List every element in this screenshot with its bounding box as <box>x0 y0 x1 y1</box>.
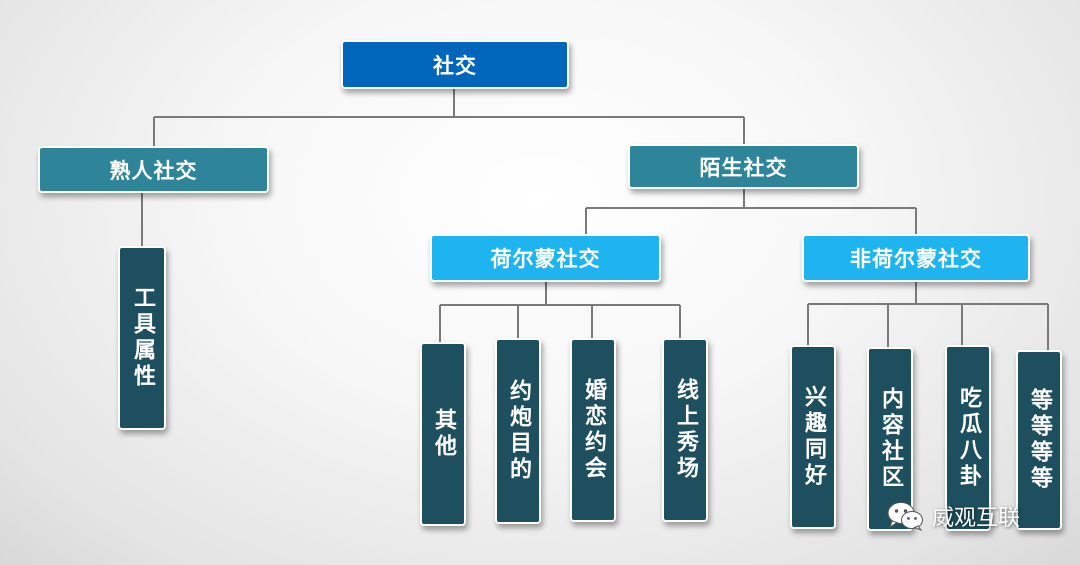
watermark-text: 威观互联 <box>932 506 1021 531</box>
leaf-gossip: 吃瓜八卦 <box>945 345 991 531</box>
leaf-hookup-purpose-label: 约炮目的 <box>506 379 531 483</box>
node-root-label: 社交 <box>433 53 477 78</box>
leaf-tool-attribute-label: 工具属性 <box>130 286 155 390</box>
node-acquaintance-social: 熟人社交 <box>38 146 269 193</box>
node-stranger-social-label: 陌生社交 <box>699 155 788 180</box>
leaf-content-community-label: 内容社区 <box>878 387 903 491</box>
leaf-hookup-purpose: 约炮目的 <box>495 338 541 524</box>
leaf-dating-marriage-label: 婚恋约会 <box>581 378 606 482</box>
leaf-online-show: 线上秀场 <box>662 338 708 522</box>
leaf-gossip-label: 吃瓜八卦 <box>956 386 981 490</box>
wechat-icon <box>887 502 923 531</box>
leaf-etc-label: 等等等等 <box>1027 388 1052 492</box>
leaf-dating-marriage: 婚恋约会 <box>570 338 616 522</box>
leaf-shared-interest-label: 兴趣同好 <box>801 385 826 489</box>
leaf-tool-attribute: 工具属性 <box>118 246 166 430</box>
node-acquaintance-social-label: 熟人社交 <box>109 158 198 183</box>
node-hormone-social-label: 荷尔蒙社交 <box>490 247 601 271</box>
leaf-etc: 等等等等 <box>1016 350 1062 530</box>
node-stranger-social: 陌生社交 <box>628 144 859 189</box>
watermark: 威观互联 <box>886 500 1020 532</box>
node-root: 社交 <box>341 40 569 89</box>
node-non-hormone-social-label: 非荷尔蒙社交 <box>850 247 982 271</box>
leaf-shared-interest: 兴趣同好 <box>790 345 836 529</box>
node-hormone-social: 荷尔蒙社交 <box>430 234 661 282</box>
node-non-hormone-social: 非荷尔蒙社交 <box>802 234 1030 282</box>
leaf-content-community: 内容社区 <box>867 347 913 531</box>
leaf-online-show-label: 线上秀场 <box>673 378 698 482</box>
leaf-other: 其他 <box>420 342 466 526</box>
leaf-other-label: 其他 <box>431 408 456 460</box>
